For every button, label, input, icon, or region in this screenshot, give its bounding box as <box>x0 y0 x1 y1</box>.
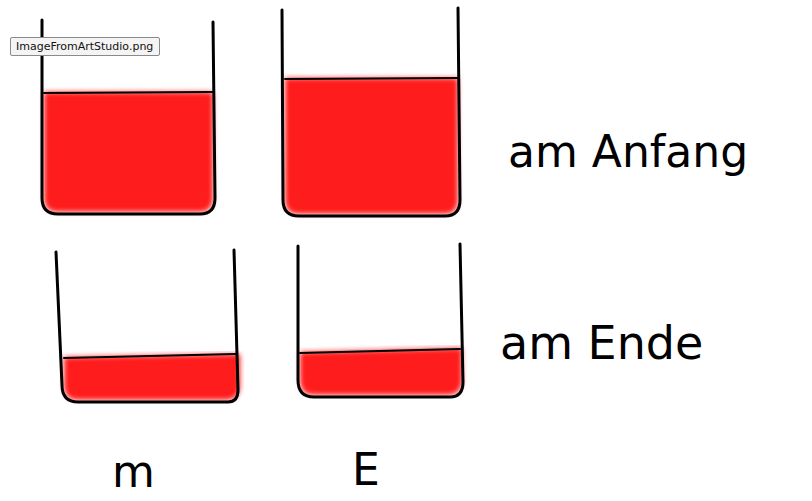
beaker <box>56 250 238 402</box>
beaker-label: m <box>112 448 155 496</box>
tooltip-text: ImageFromArtStudio.png <box>16 40 154 53</box>
file-tooltip: ImageFromArtStudio.png <box>10 37 160 56</box>
liquid-surface <box>285 78 458 79</box>
liquid-surface <box>64 354 236 358</box>
red-liquid <box>300 348 462 395</box>
red-liquid <box>285 78 458 214</box>
beaker <box>282 8 460 216</box>
beaker-label: E <box>352 446 380 494</box>
state-label: am Anfang <box>508 128 748 176</box>
liquid-surface <box>300 349 460 353</box>
red-liquid <box>64 354 240 400</box>
liquid-surface <box>44 92 213 93</box>
state-label: am Ende <box>500 318 703 369</box>
red-liquid <box>44 92 213 212</box>
beaker <box>298 244 463 397</box>
